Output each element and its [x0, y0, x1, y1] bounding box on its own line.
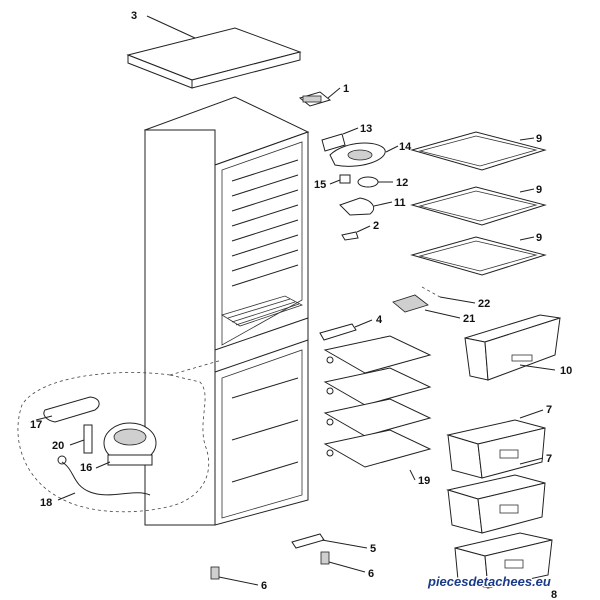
power-cord-part: [61, 461, 151, 496]
label-13: 13: [360, 123, 372, 135]
label-14: 14: [399, 141, 412, 153]
glass-shelf-part: [410, 131, 547, 276]
label-7-top: 7: [546, 404, 552, 416]
watermark-text: piecesdetachees.eu: [427, 574, 551, 589]
label-19: 19: [418, 475, 430, 487]
label-21: 21: [463, 313, 475, 325]
label-6-right: 6: [368, 568, 374, 580]
label-5: 5: [370, 543, 376, 555]
label-15: 15: [314, 179, 326, 191]
egg-tray-part: [392, 294, 429, 313]
label-11: 11: [394, 197, 406, 209]
label-10: 10: [560, 365, 572, 377]
adjustable-foot-part: [210, 551, 330, 580]
thermostat-part: [298, 91, 332, 107]
lamp-cover-part: [339, 197, 375, 216]
label-1: 1: [343, 83, 349, 95]
bulb-socket-part: [339, 174, 379, 188]
freezer-drawer-part: [446, 419, 553, 589]
watermark-shadow: piecesdetachees.eu: [427, 574, 551, 589]
hinge-part: [319, 323, 357, 341]
bracket-part: [321, 133, 346, 152]
label-16: 16: [80, 462, 92, 474]
label-7-middle: 7: [546, 453, 552, 465]
label-22: 22: [478, 298, 490, 310]
door-shelves-part: [323, 335, 432, 468]
label-17: 17: [30, 419, 42, 431]
label-8: 8: [551, 589, 557, 600]
label-9-bottom: 9: [536, 232, 542, 244]
vegetable-drawer-part: [464, 314, 561, 381]
compressor-zone-outline: [17, 372, 210, 513]
lamp-housing-part: [329, 142, 386, 167]
lower-hinge-part: [291, 533, 325, 549]
starter-relay-part: [83, 424, 93, 454]
rod-part: [421, 286, 441, 298]
label-12: 12: [396, 177, 408, 189]
cabinet-body: [143, 96, 310, 526]
top-cover-part: [126, 27, 302, 89]
label-20: 20: [52, 440, 64, 452]
label-6-left: 6: [261, 580, 267, 592]
evaporation-tray-part: [43, 396, 100, 423]
label-9-top: 9: [536, 133, 542, 145]
label-4: 4: [376, 314, 383, 326]
fridge-rails: [231, 377, 299, 483]
freezer-rails: [221, 159, 304, 327]
compressor-part: [103, 422, 157, 466]
connector-part: [341, 231, 359, 241]
label-3: 3: [131, 10, 137, 22]
label-9-middle: 9: [536, 184, 542, 196]
label-18: 18: [40, 497, 52, 509]
label-2: 2: [373, 220, 379, 232]
